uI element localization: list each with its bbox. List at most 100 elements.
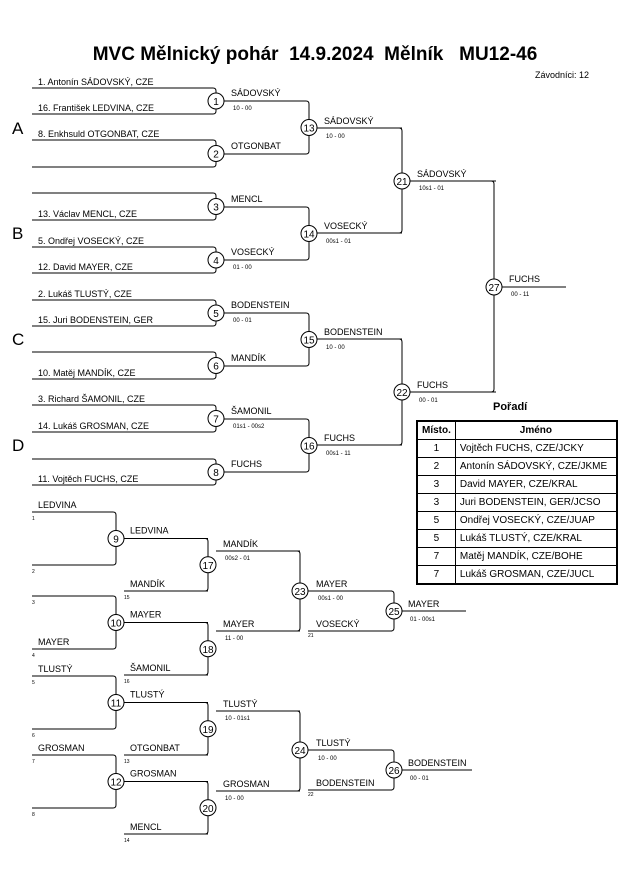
match-score: 10 - 00: [318, 756, 337, 762]
bracket-connector: [32, 139, 217, 168]
repechage-ref: 2: [32, 569, 35, 575]
match-score: 00 - 01: [419, 398, 438, 404]
repechage-ref: 8: [32, 812, 35, 818]
match-number: 25: [388, 607, 400, 618]
repechage-ref: 14: [124, 838, 130, 844]
match-number: 22: [396, 388, 408, 399]
match-winner: BODENSTEIN: [231, 300, 290, 310]
repechage-entry: OTGONBAT: [130, 743, 180, 753]
repechage-entry: LEDVINA: [38, 500, 77, 510]
standings-place: 5: [416, 511, 456, 530]
match-winner: BODENSTEIN: [408, 758, 467, 768]
entry-name: 12. David MAYER, CZE: [38, 262, 133, 272]
match-number: 16: [303, 442, 315, 453]
match-number: 7: [213, 415, 219, 426]
entry-name: 10. Matěj MANDÍK, CZE: [38, 368, 136, 378]
match-winner: SÁDOVSKÝ: [417, 169, 467, 179]
match-score: 00 - 01: [410, 776, 429, 782]
match-winner: LEDVINA: [130, 526, 169, 536]
repechage-ref: 3: [32, 600, 35, 606]
match-number: 14: [303, 230, 315, 241]
entry-name: 3. Richard ŠAMONIL, CZE: [38, 394, 145, 404]
match-number: 10: [110, 619, 122, 630]
match-score: 10 - 00: [233, 106, 252, 112]
repechage-ref: 4: [32, 653, 35, 659]
entry-name: 2. Lukáš TLUSTÝ, CZE: [38, 289, 132, 299]
bracket-connector: [317, 127, 403, 234]
entry-name: 13. Václav MENCL, CZE: [38, 209, 137, 219]
standings-place: 7: [416, 547, 456, 566]
repechage-ref: 5: [32, 680, 35, 686]
match-winner: GROSMAN: [130, 769, 177, 779]
standings-name: Lukáš TLUSTÝ, CZE/KRAL: [454, 529, 618, 548]
repechage-entry: GROSMAN: [38, 743, 85, 753]
standings-name: Vojtěch FUCHS, CZE/JCKY: [454, 439, 618, 458]
standings-name: Matěj MANDÍK, CZE/BOHE: [454, 547, 618, 566]
match-score: 10 - 01s1: [225, 716, 251, 722]
standings-place: 3: [416, 475, 456, 494]
match-winner: MAYER: [130, 610, 162, 620]
match-winner: ŠAMONIL: [231, 406, 272, 416]
match-number: 11: [111, 699, 122, 710]
repechage-ref: 6: [32, 733, 35, 739]
match-number-circle: [199, 640, 217, 658]
repechage-ref: 21: [308, 633, 314, 639]
repechage-ref: 13: [124, 759, 130, 765]
match-score: 00 - 01: [233, 318, 252, 324]
match-number: 20: [202, 804, 214, 815]
match-score: 00 - 11: [511, 292, 530, 298]
match-winner: TLUSTÝ: [130, 690, 165, 700]
pool-letter: A: [12, 119, 24, 138]
match-winner: MAYER: [223, 619, 255, 629]
match-score: 10 - 00: [326, 134, 345, 140]
match-score: 00s1 - 00: [318, 596, 344, 602]
pool-letter: C: [12, 330, 24, 349]
match-winner: FUCHS: [417, 380, 448, 390]
repechage-entry: MENCL: [130, 822, 162, 832]
match-score: 00s2 - 01: [225, 556, 251, 562]
match-score: 01 - 00s1: [410, 617, 436, 623]
match-winner: FUCHS: [231, 459, 262, 469]
match-score: 01 - 00: [233, 265, 252, 271]
match-winner: GROSMAN: [223, 779, 270, 789]
match-number: 18: [202, 645, 214, 656]
match-number: 21: [396, 177, 408, 188]
match-winner: BODENSTEIN: [324, 327, 383, 337]
entry-name: 1. Antonín SÁDOVSKÝ, CZE: [38, 77, 154, 87]
bracket-connector: [410, 180, 495, 393]
match-winner: MAYER: [316, 579, 348, 589]
repechage-entry: MAYER: [38, 637, 70, 647]
repechage-entry: VOSECKÝ: [316, 619, 360, 629]
match-winner: SÁDOVSKÝ: [231, 88, 281, 98]
repechage-ref: 7: [32, 759, 35, 765]
match-winner: TLUSTÝ: [223, 699, 258, 709]
standings-place: 3: [416, 493, 456, 512]
standings-header-row: Místo. Jméno: [416, 420, 618, 440]
entry-name: 16. František LEDVINA, CZE: [38, 103, 154, 113]
match-winner: MANDÍK: [223, 539, 258, 549]
match-winner: FUCHS: [509, 274, 540, 284]
match-winner: MAYER: [408, 599, 440, 609]
match-winner: MANDÍK: [231, 353, 266, 363]
match-number: 8: [213, 468, 219, 479]
bracket-connector: [317, 338, 403, 446]
repechage-entry: MANDÍK: [130, 579, 165, 589]
match-score: 01s1 - 00s2: [233, 424, 265, 430]
page-title: MVC Mělnický pohár 14.9.2024 Mělník MU12…: [92, 44, 538, 65]
repechage-ref: 15: [124, 595, 130, 601]
match-number: 9: [113, 535, 119, 546]
match-number: 15: [303, 336, 315, 347]
match-number: 24: [294, 746, 306, 757]
standings-place: 5: [416, 529, 456, 548]
standings-name: Ondřej VOSECKÝ, CZE/JUAP: [454, 511, 618, 530]
standings-name: Lukáš GROSMAN, CZE/JUCL: [454, 565, 618, 585]
match-number: 12: [110, 778, 122, 789]
standings-title: Pořadí: [493, 401, 528, 413]
repechage-ref: 22: [308, 792, 314, 798]
entry-name: 15. Juri BODENSTEIN, GER: [38, 315, 154, 325]
entry-name: 8. Enkhsuld OTGONBAT, CZE: [38, 129, 159, 139]
